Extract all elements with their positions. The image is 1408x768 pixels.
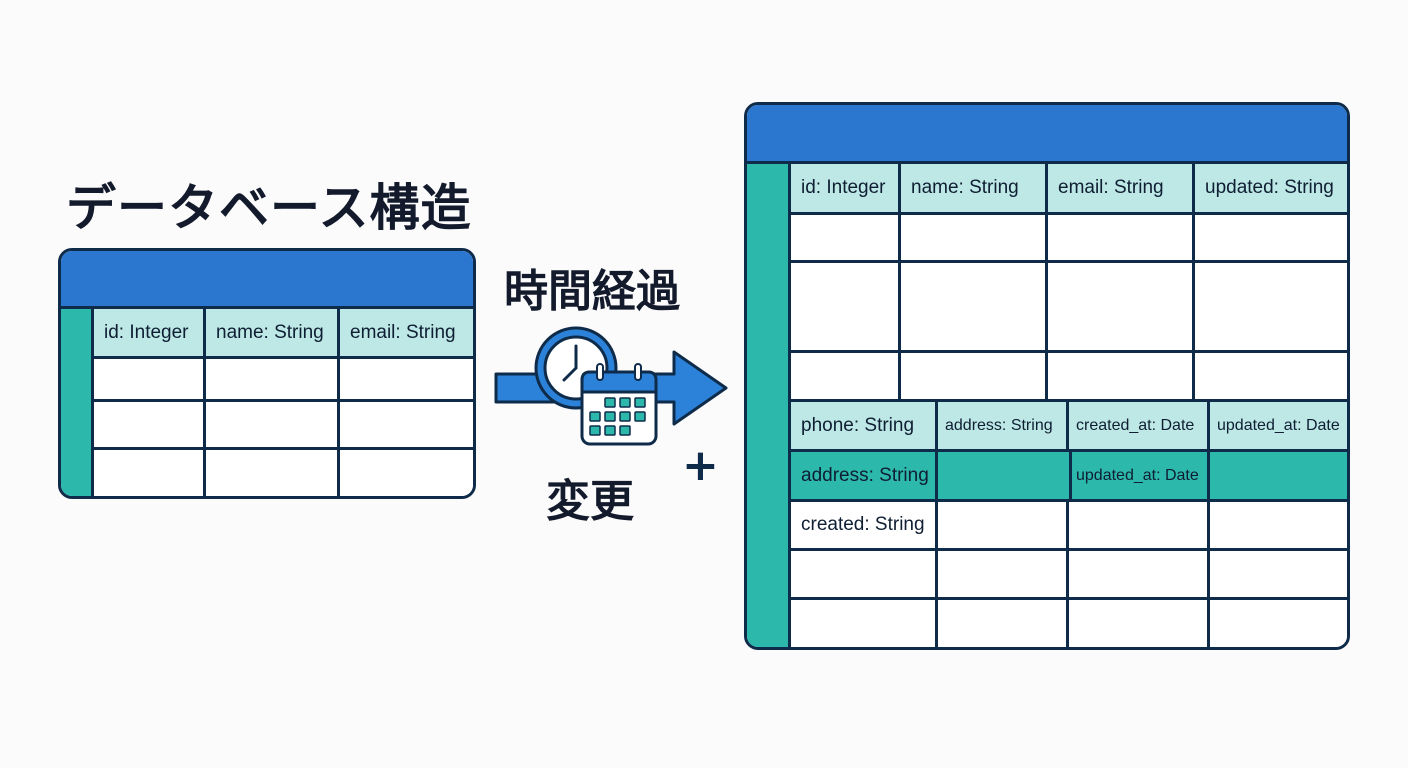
- old-table-cell: [340, 359, 473, 402]
- new-table-cell: [938, 502, 1069, 551]
- new-table-cell: [938, 600, 1069, 647]
- new-table-cell: [1210, 502, 1347, 551]
- old-column-header-email: email: String: [340, 309, 473, 359]
- old-table-cell: [94, 359, 206, 402]
- new-table-cell: [1195, 215, 1347, 263]
- old-table-cell: [206, 450, 340, 496]
- new-table-cell: [1048, 263, 1195, 353]
- new-table-cell: [1210, 452, 1347, 502]
- added-column-created: created: String: [791, 502, 938, 551]
- new-table: id: Integer name: String email: String u…: [744, 102, 1350, 650]
- new-table-cell: [1195, 353, 1347, 402]
- new-table-cell: [901, 215, 1048, 263]
- new-table-cell: [901, 353, 1048, 402]
- old-column-header-name: name: String: [206, 309, 340, 359]
- new-table-cell: [901, 263, 1048, 353]
- old-table-cell: [206, 402, 340, 450]
- old-table-cell: [94, 450, 206, 496]
- new-table-cell: [1210, 600, 1347, 647]
- new-table-header-bar: [747, 105, 1347, 164]
- old-table-cell: [340, 402, 473, 450]
- new-table-cell: [791, 551, 938, 600]
- new-column-header-id: id: Integer: [791, 164, 901, 215]
- added-column-created-at: created_at: Date: [1069, 402, 1210, 452]
- old-column-header-id: id: Integer: [94, 309, 206, 359]
- change-label: 変更: [546, 476, 634, 527]
- time-elapsed-label: 時間経過: [504, 266, 680, 317]
- new-table-cell: [791, 215, 901, 263]
- plus-sign: +: [682, 440, 719, 491]
- calendar-icon: [580, 363, 658, 446]
- new-table-cell: [938, 551, 1069, 600]
- added-column-address-2: address: String: [791, 452, 938, 502]
- old-table-cell: [340, 450, 473, 496]
- new-table-cell: [791, 600, 938, 647]
- new-table-cell: [791, 353, 901, 402]
- added-column-address: address: String: [938, 402, 1069, 452]
- added-column-updated-at-2: updated_at: Date: [1069, 452, 1210, 502]
- added-column-updated-at: updated_at: Date: [1210, 402, 1347, 452]
- added-column-phone: phone: String: [791, 402, 938, 452]
- new-table-cell: [1210, 551, 1347, 600]
- old-table-header-bar: [61, 251, 473, 309]
- old-table-cell: [94, 402, 206, 450]
- new-table-cell: [791, 263, 901, 353]
- new-column-header-name: name: String: [901, 164, 1048, 215]
- new-table-cell: [1069, 551, 1210, 600]
- new-column-header-email: email: String: [1048, 164, 1195, 215]
- old-table-row-marker-column: [61, 309, 94, 496]
- new-column-header-updated: updated: String: [1195, 164, 1347, 215]
- old-table: id: Integer name: String email: String: [58, 248, 476, 499]
- new-table-cell: [938, 452, 1069, 502]
- old-table-cell: [206, 359, 340, 402]
- new-table-cell: [1069, 502, 1210, 551]
- new-table-row-marker-column: [747, 164, 791, 647]
- new-table-cell: [1195, 263, 1347, 353]
- transition-graphic: [494, 326, 730, 450]
- diagram-title: データベース構造: [66, 179, 472, 237]
- new-table-cell: [1048, 353, 1195, 402]
- new-table-cell: [1048, 215, 1195, 263]
- new-table-cell: [1069, 600, 1210, 647]
